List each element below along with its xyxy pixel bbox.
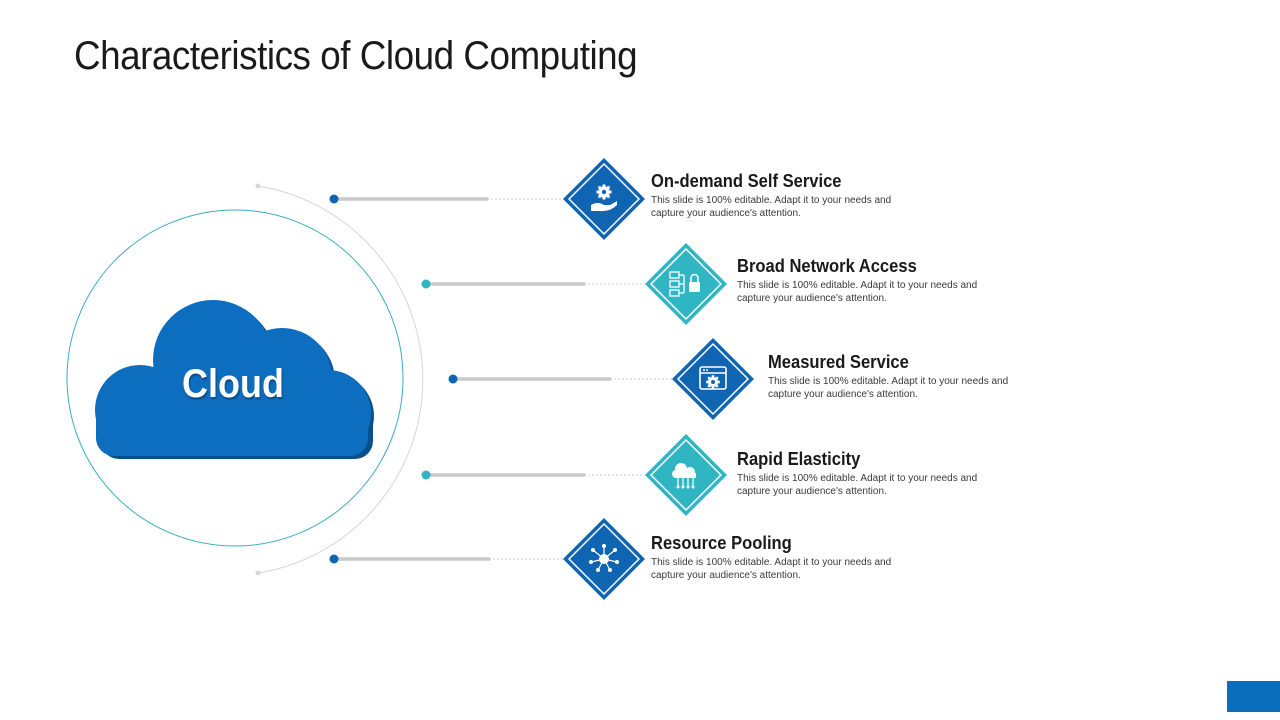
connector-dot <box>421 279 431 289</box>
corner-accent <box>1227 681 1280 712</box>
connector-dot <box>329 554 339 564</box>
hub-nodes-icon <box>589 544 619 572</box>
cloud-ring <box>66 209 404 547</box>
cloud-network-icon <box>672 463 696 489</box>
item-title: On-demand Self Service <box>651 171 842 191</box>
item-resource-pooling: Resource Pooling This slide is 100% edit… <box>651 532 951 582</box>
item-description: This slide is 100% editable. Adapt it to… <box>737 473 978 497</box>
connector-dot <box>421 470 431 480</box>
item-title: Broad Network Access <box>737 256 917 276</box>
item-description: This slide is 100% editable. Adapt it to… <box>651 557 892 581</box>
diamond-badge <box>563 158 645 240</box>
network-lock-icon <box>669 271 700 297</box>
cloud-shape <box>95 300 374 459</box>
item-title: Resource Pooling <box>651 533 792 553</box>
connector-dot <box>448 374 458 384</box>
item-description: This slide is 100% editable. Adapt it to… <box>737 280 978 304</box>
item-description: This slide is 100% editable. Adapt it to… <box>768 376 1009 400</box>
browser-gear-icon <box>699 366 727 390</box>
item-title: Measured Service <box>768 352 909 372</box>
item-rapid-elasticity: Rapid Elasticity This slide is 100% edit… <box>737 448 1037 498</box>
item-description: This slide is 100% editable. Adapt it to… <box>651 195 892 219</box>
outer-arc <box>257 185 424 574</box>
connector-dot <box>329 194 339 204</box>
row-connector-2 <box>421 279 652 289</box>
row-connector-1 <box>329 194 570 204</box>
cloud-label: Cloud <box>182 362 284 406</box>
hand-gear-icon <box>591 184 617 212</box>
diamond-badge <box>563 518 645 600</box>
diamond-badge <box>645 243 727 325</box>
row-connector-3 <box>448 374 678 384</box>
row-connector-4 <box>421 470 652 480</box>
item-measured-service: Measured Service This slide is 100% edit… <box>768 351 1068 401</box>
arc-end-dot-bottom <box>255 570 261 576</box>
arc-end-dot-top <box>255 183 261 189</box>
item-on-demand-self-service: On-demand Self Service This slide is 100… <box>651 170 951 220</box>
diamond-badge <box>672 338 754 420</box>
item-title: Rapid Elasticity <box>737 449 861 469</box>
item-broad-network-access: Broad Network Access This slide is 100% … <box>737 255 1037 305</box>
row-connector-5 <box>329 554 570 564</box>
page-title: Characteristics of Cloud Computing <box>74 34 638 78</box>
diamond-badge <box>645 434 727 516</box>
